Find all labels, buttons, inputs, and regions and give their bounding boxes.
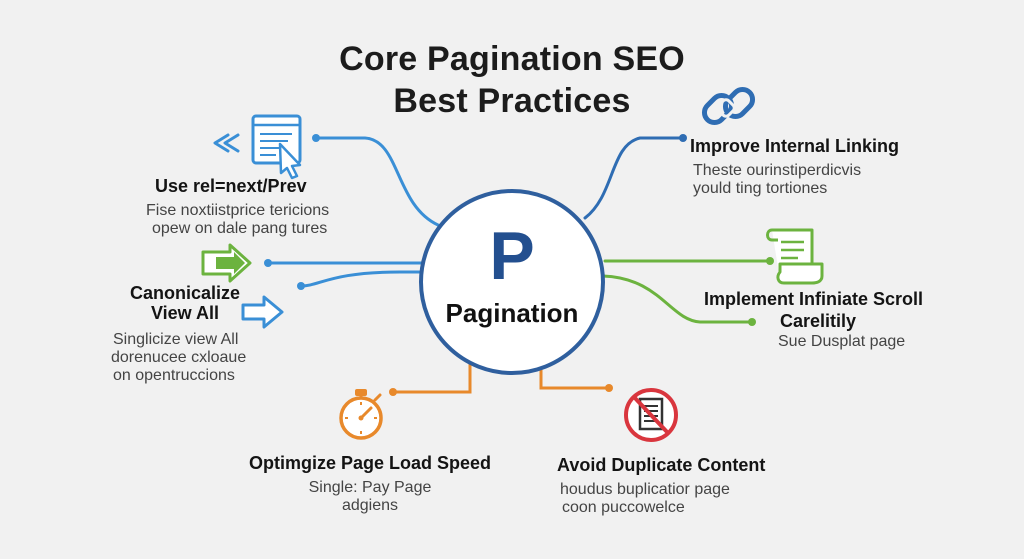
duplicate-desc-line2: coon puccowelce [562, 499, 685, 516]
diagram-title-line1: Core Pagination SEO [339, 40, 685, 78]
connector-dot [748, 318, 756, 326]
chain-link-icon [701, 86, 756, 126]
connector-duplicate [539, 364, 611, 390]
duplicate-heading: Avoid Duplicate Content [557, 455, 766, 475]
connector-dot [264, 259, 272, 267]
infinite-scroll-desc-line1: Sue Dusplat page [778, 333, 906, 350]
duplicate-desc-line1: houdus buplicatior page [560, 481, 730, 498]
canonicalize-heading-line2: View All [150, 303, 220, 323]
arrows-icon [201, 243, 284, 329]
no-document-icon [624, 388, 678, 442]
stopwatch-icon [339, 389, 383, 440]
canonicalize-heading-line1: Canonicalize [129, 283, 241, 303]
scroll-icon [766, 228, 824, 285]
connector-dot [297, 282, 305, 290]
internal-linking-heading: Improve Internal Linking [690, 136, 900, 156]
page-speed-heading: Optimgize Page Load Speed [248, 453, 492, 473]
canonicalize-desc-line3: on opentruccions [113, 367, 235, 384]
connector-dot [312, 134, 320, 142]
internal-linking-desc-line1: Theste ourinstiperdicvis [693, 162, 862, 179]
rel-next-prev-heading: Use rel=next/Prev [155, 176, 307, 196]
infinite-scroll-heading-line1: Implement Infiniate Scroll [704, 289, 924, 309]
infinite-scroll-heading-line2: Carelitily [780, 311, 857, 331]
connector-dot [389, 388, 397, 396]
diagram-title-line2: Best Practices [393, 82, 631, 120]
connector-dot [679, 134, 687, 142]
connector-rel-next-prev [314, 136, 440, 227]
connector-infinite-scroll-lower [601, 274, 754, 324]
connector-dot [605, 384, 613, 392]
internal-linking-desc-line2: yould ting tortiones [693, 180, 828, 197]
rel-next-prev-desc-line1: Fise noxtiistprice tericions [146, 202, 330, 219]
connector-canonicalize-lower [299, 270, 427, 288]
page-speed-desc-line2: adgiens [341, 497, 399, 514]
canonicalize-desc-line2: dorenucee cxloaue [111, 349, 247, 366]
canonicalize-desc-line1: Singlicize view All [113, 331, 239, 348]
rel-next-prev-desc-line2: opew on dale pang tures [152, 220, 328, 237]
center-node [419, 189, 605, 375]
connector-dot [766, 257, 774, 265]
connector-internal-linking [583, 136, 685, 220]
connector-page-speed [391, 362, 472, 394]
center-letter: P [489, 218, 535, 294]
browser-cursor-icon [213, 114, 302, 180]
center-label: Pagination [445, 298, 579, 328]
page-speed-desc-line1: Single: Pay Page [308, 479, 432, 496]
